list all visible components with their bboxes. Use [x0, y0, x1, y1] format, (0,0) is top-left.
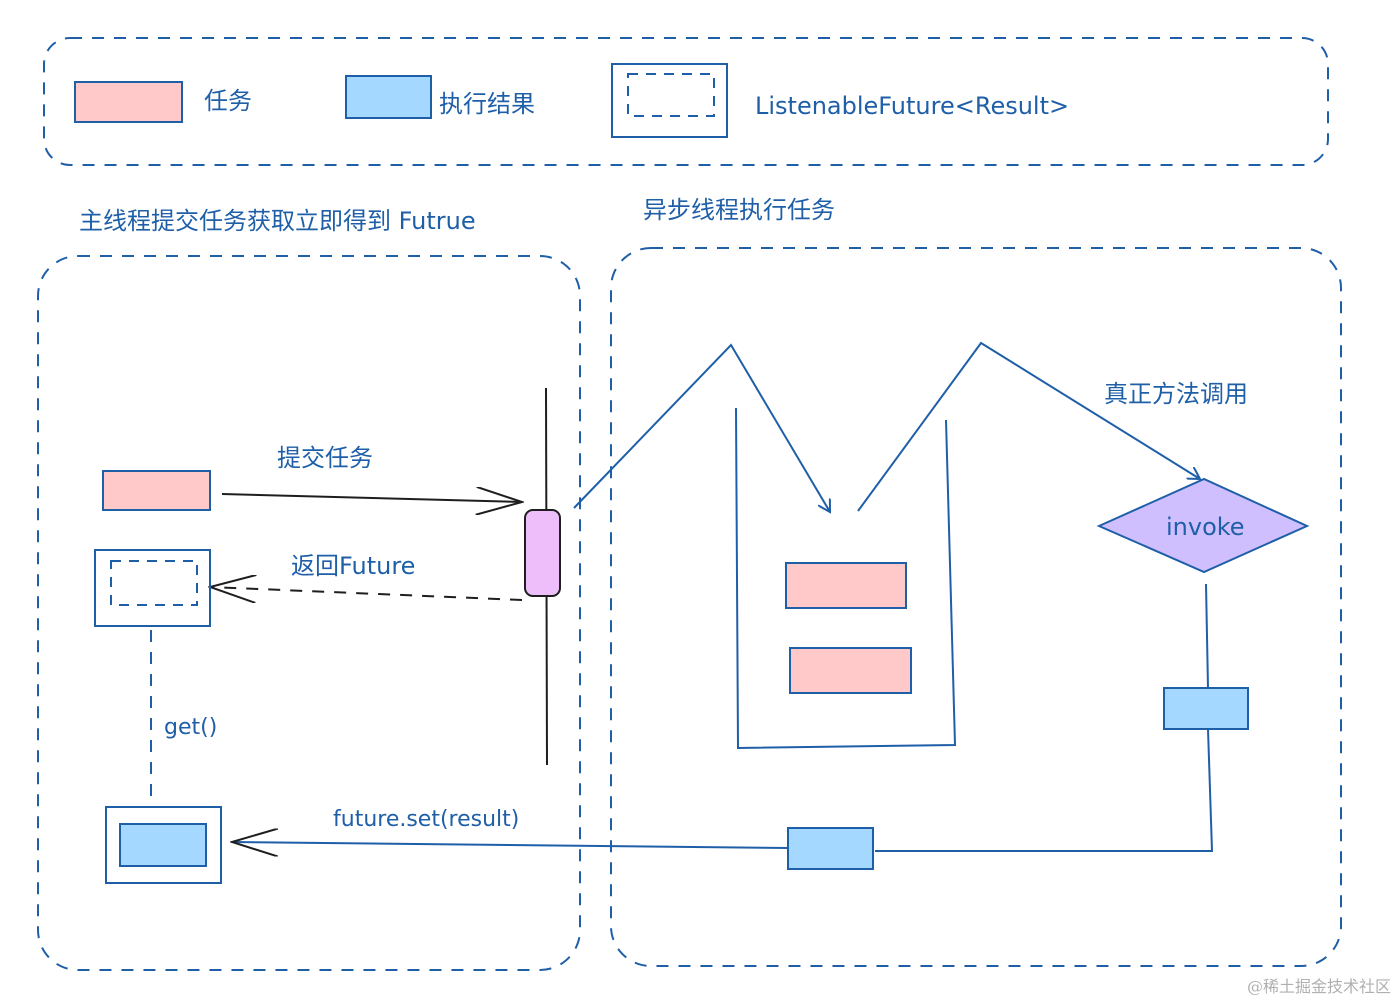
submit-arrow: [221, 494, 522, 502]
async-thread-title: 异步线程执行任务: [643, 196, 835, 224]
real-invoke-label: 真正方法调用: [1104, 380, 1248, 408]
watermark: @稀土掘金技术社区: [1246, 977, 1391, 996]
legend-future-label: ListenableFuture<Result>: [755, 92, 1070, 120]
invoke-result-box: [1163, 687, 1249, 730]
future-box: [94, 549, 211, 627]
transit-result-box: [787, 827, 874, 870]
invoke-label: invoke: [1166, 513, 1245, 541]
legend-frame: [43, 37, 1329, 166]
main-thread-group: [37, 255, 581, 971]
task-box: [102, 470, 211, 511]
dispatch-arrow-2: [857, 341, 1200, 512]
completed-future-result: [119, 823, 207, 867]
legend-task-swatch: [74, 81, 183, 123]
queued-task-1: [785, 562, 907, 609]
future-box-inner: [110, 560, 198, 606]
main-thread-title: 主线程提交任务获取立即得到 Futrue: [79, 207, 476, 235]
legend-result-label: 执行结果: [439, 90, 535, 118]
future-set-label: future.set(result): [333, 807, 520, 832]
invoke-down-line: [1205, 583, 1209, 689]
submit-node: [524, 509, 561, 597]
completed-future-box: [105, 806, 222, 884]
submit-task-label: 提交任务: [277, 444, 373, 472]
legend-result-swatch: [345, 75, 432, 119]
get-call-label: get(): [164, 715, 218, 740]
invoke-diamond: [1096, 477, 1310, 574]
return-future-arrow: [210, 587, 523, 600]
result-return-line: [875, 728, 1214, 852]
async-thread-group: [610, 247, 1342, 967]
legend-future-swatch: [611, 63, 728, 138]
legend-task-label: 任务: [204, 87, 252, 115]
return-future-label: 返回Future: [291, 552, 416, 580]
dispatch-arrow-1: [573, 343, 830, 512]
task-queue: [735, 407, 957, 750]
queued-task-2: [789, 647, 912, 694]
future-set-arrow: [232, 842, 789, 848]
legend-future-inner: [627, 73, 715, 117]
